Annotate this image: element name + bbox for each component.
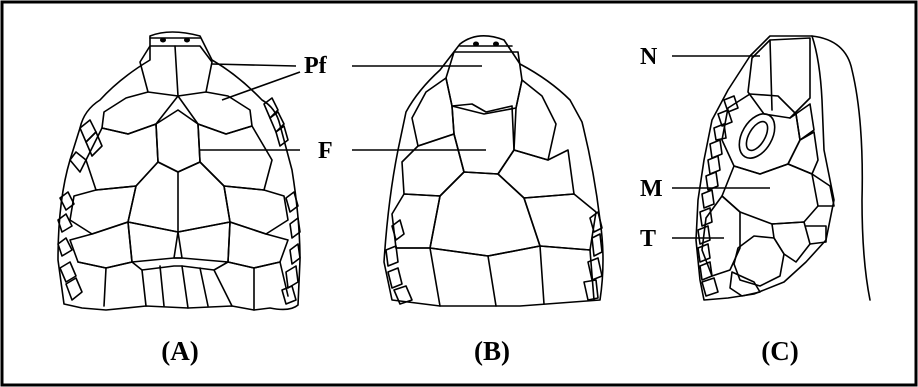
label-f: F xyxy=(318,138,333,164)
caption-a: (A) xyxy=(161,336,198,366)
caption-b: (B) xyxy=(474,336,510,366)
panel-a-nostril-left xyxy=(160,38,166,43)
panel-b-nostril-right xyxy=(493,42,499,47)
panel-c-head-drawing xyxy=(696,36,870,300)
panel-a-nostril-right xyxy=(184,38,190,43)
panel-b-head-drawing xyxy=(384,36,603,306)
panel-b-nostril-left xyxy=(473,42,479,47)
caption-c: (C) xyxy=(761,336,798,366)
label-pf: Pf xyxy=(304,53,328,79)
label-m: M xyxy=(640,176,663,202)
pf-leader-a1 xyxy=(212,64,296,66)
label-t: T xyxy=(640,226,656,252)
label-n: N xyxy=(640,44,658,70)
panel-c-head-outline xyxy=(696,36,834,300)
pf-leader-a2 xyxy=(222,72,300,100)
panel-a-head-drawing xyxy=(58,32,300,310)
